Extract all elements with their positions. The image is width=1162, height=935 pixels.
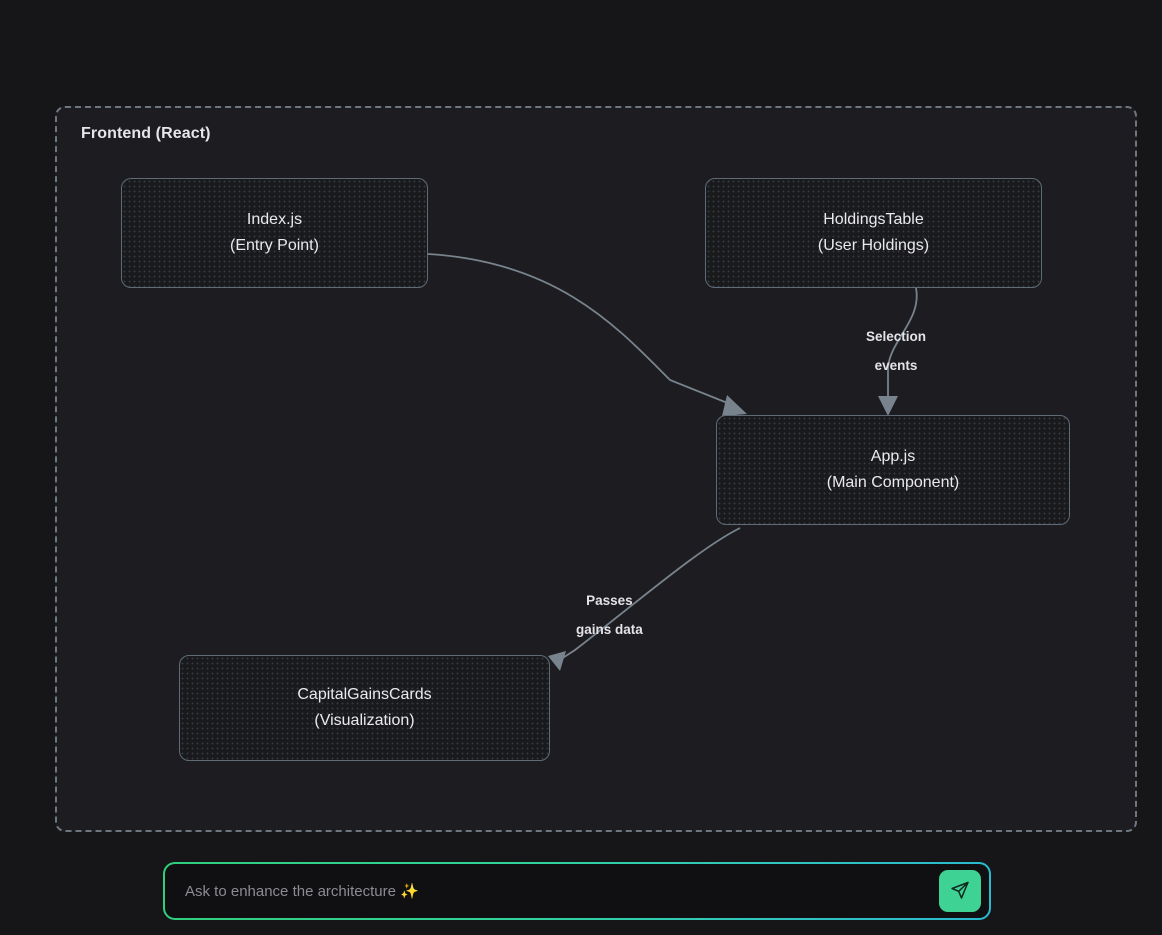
edge-label-selection-events-line2: events xyxy=(874,358,918,373)
node-app-js-subtitle: (Main Component) xyxy=(826,473,960,491)
node-capital-gains-cards[interactable]: CapitalGainsCards (Visualization) xyxy=(179,655,550,761)
node-app-js[interactable]: App.js (Main Component) xyxy=(716,415,1070,525)
send-icon xyxy=(950,880,970,903)
node-index-js-subtitle: (Entry Point) xyxy=(230,236,319,254)
edge-label-selection-events-line1: Selection xyxy=(866,329,927,344)
subgraph-title: Frontend (React) xyxy=(81,125,211,142)
prompt-input[interactable] xyxy=(165,864,939,918)
prompt-bar xyxy=(163,862,991,920)
node-capital-gains-cards-subtitle: (Visualization) xyxy=(314,711,415,729)
edge-label-selection-events: Selection events xyxy=(866,322,926,380)
edge-label-passes-gains-data-line2: gains data xyxy=(576,622,643,637)
edge-label-passes-gains-data-line1: Passes xyxy=(586,593,633,608)
node-capital-gains-cards-title: CapitalGainsCards xyxy=(297,685,432,703)
node-index-js-title: Index.js xyxy=(246,210,303,228)
node-holdings-table[interactable]: HoldingsTable (User Holdings) xyxy=(705,178,1042,288)
node-holdings-table-subtitle: (User Holdings) xyxy=(817,236,930,254)
send-button[interactable] xyxy=(939,870,981,912)
node-index-js[interactable]: Index.js (Entry Point) xyxy=(121,178,428,288)
prompt-bar-inner xyxy=(165,864,989,918)
node-app-js-title: App.js xyxy=(870,447,916,465)
node-holdings-table-title: HoldingsTable xyxy=(823,210,924,228)
edge-label-passes-gains-data: Passes gains data xyxy=(576,586,643,644)
